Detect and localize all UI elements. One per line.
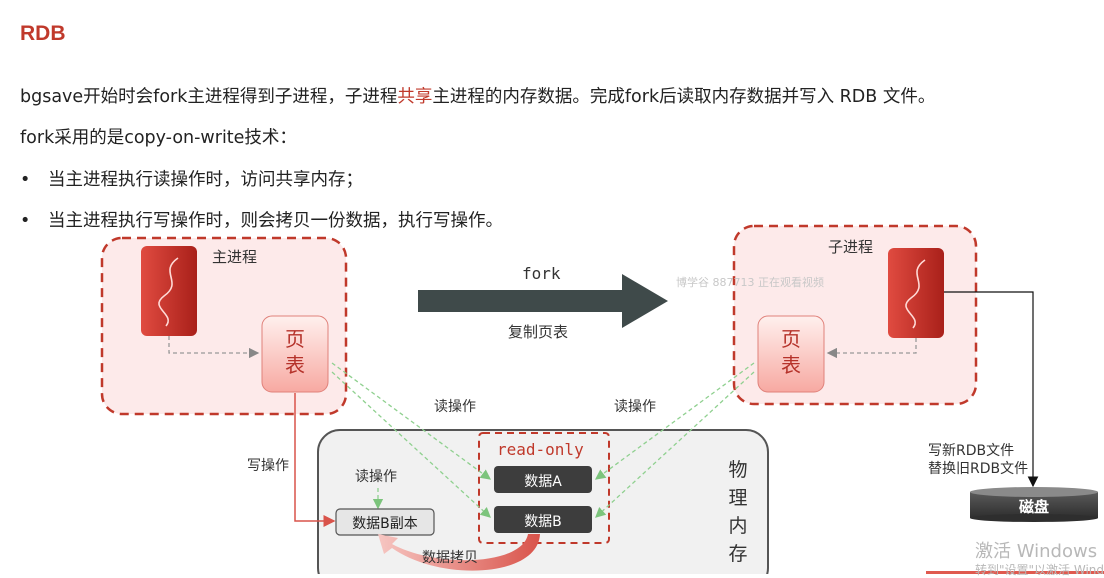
physical-memory-label: 物理内存 bbox=[728, 459, 748, 565]
read-only-label: read-only bbox=[497, 440, 584, 459]
fork-arrow bbox=[418, 274, 668, 328]
intro-highlight: 共享 bbox=[397, 87, 433, 107]
physical-memory-region bbox=[317, 429, 769, 574]
replace-old-rdb-label: 替换旧RDB文件 bbox=[928, 461, 1029, 477]
data-b-label: 数据B bbox=[524, 514, 562, 530]
read-op-right-label: 读操作 bbox=[614, 399, 656, 415]
page-title: RDB bbox=[20, 22, 66, 45]
data-b-copy-box bbox=[335, 508, 435, 536]
cow-line: fork采用的是copy-on-write技术： bbox=[20, 128, 297, 148]
activate-windows-title: 激活 Windows bbox=[975, 541, 1098, 562]
child-process-label: 子进程 bbox=[828, 238, 874, 256]
child-read-a-link bbox=[594, 362, 755, 480]
main-read-a-link bbox=[331, 362, 492, 480]
data-copy-label: 数据拷贝 bbox=[422, 550, 478, 566]
child-process-icon bbox=[888, 248, 944, 338]
write-link bbox=[294, 393, 336, 527]
data-b-copy-label: 数据B副本 bbox=[352, 516, 418, 532]
child-to-page-link bbox=[826, 338, 917, 359]
child-page-table bbox=[757, 315, 825, 393]
data-copy-arrow bbox=[378, 534, 540, 571]
read-op-inner-label: 读操作 bbox=[355, 469, 397, 485]
data-a-label: 数据A bbox=[524, 474, 562, 490]
intro-part1: bgsave开始时会fork主进程得到子进程，子进程 bbox=[20, 87, 398, 107]
bullet-dot: • bbox=[20, 211, 31, 231]
read-op-left-label: 读操作 bbox=[434, 399, 476, 415]
child-page-table-label: 页 表 bbox=[781, 327, 801, 377]
bullet-write: • 当主进程执行写操作时，则会拷贝一份数据，执行写操作。 bbox=[20, 207, 503, 232]
bullet-read: • 当主进程执行读操作时，访问共享内存； bbox=[20, 166, 363, 191]
bullet-write-text: 当主进程执行写操作时，则会拷贝一份数据，执行写操作。 bbox=[48, 211, 503, 231]
child-read-b-link bbox=[595, 371, 755, 518]
main-process-icon bbox=[141, 246, 197, 336]
bullet-dot: • bbox=[20, 170, 31, 190]
main-to-page-link bbox=[168, 336, 260, 359]
bullet-read-text: 当主进程执行读操作时，访问共享内存； bbox=[48, 170, 363, 190]
child-to-disk-link bbox=[944, 291, 1039, 488]
copy-page-table-label: 复制页表 bbox=[508, 323, 569, 341]
intro-paragraph: bgsave开始时会fork主进程得到子进程，子进程共享主进程的内存数据。完成f… bbox=[20, 83, 935, 108]
data-a-box bbox=[494, 466, 592, 493]
write-new-rdb-label: 写新RDB文件 bbox=[928, 443, 1015, 459]
fork-label: fork bbox=[522, 264, 561, 283]
data-b-box bbox=[494, 506, 592, 533]
main-page-table-label: 页 表 bbox=[285, 327, 305, 377]
main-page-table bbox=[261, 315, 329, 393]
activate-underline bbox=[926, 571, 1104, 574]
activate-windows-hint: 转到"设置"以激活 Windows bbox=[975, 563, 1104, 577]
disk-icon bbox=[970, 487, 1098, 522]
intro-part2: 主进程的内存数据。完成fork后读取内存数据并写入 RDB 文件。 bbox=[432, 87, 936, 107]
write-op-label: 写操作 bbox=[247, 458, 289, 474]
disk-label: 磁盘 bbox=[1018, 498, 1049, 516]
main-process-label: 主进程 bbox=[212, 248, 258, 266]
main-read-b-link bbox=[331, 371, 491, 518]
read-only-region bbox=[478, 432, 610, 544]
video-watermark: 博学谷 887713 正在观看视频 bbox=[676, 276, 824, 289]
